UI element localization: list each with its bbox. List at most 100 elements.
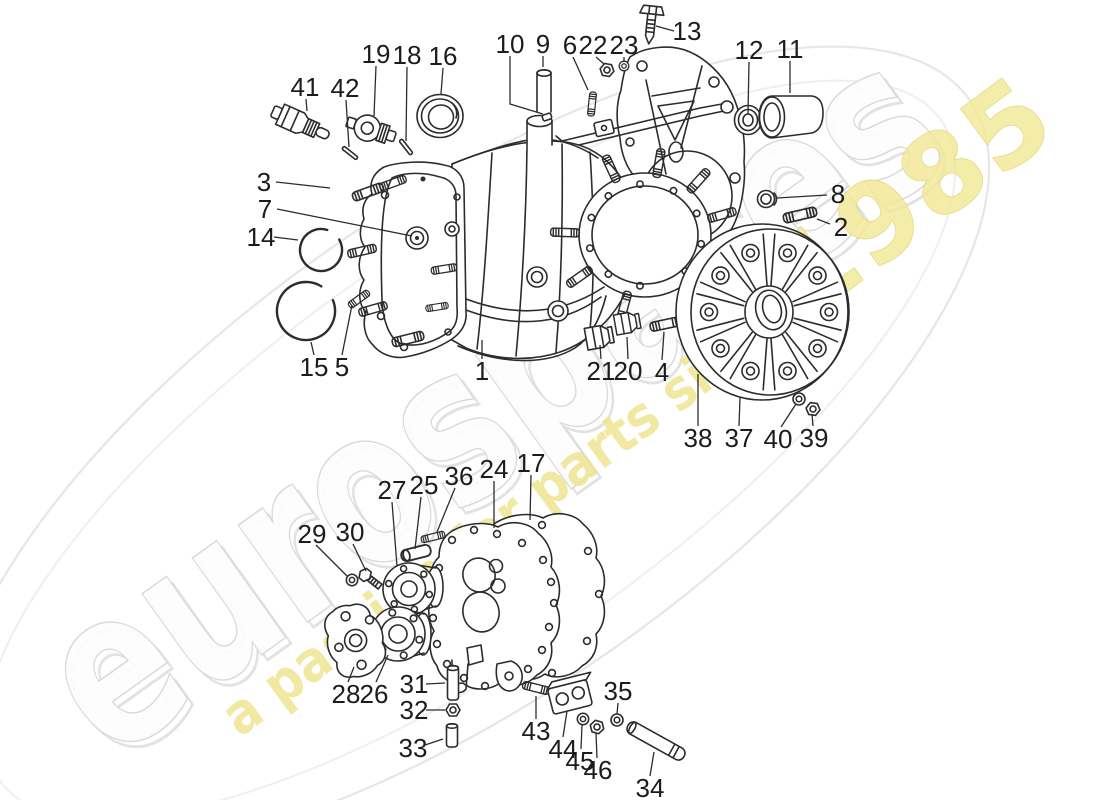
callout-label-30[interactable]: 30	[336, 517, 365, 547]
callout-leader-29	[315, 544, 349, 578]
cover-boss	[778, 243, 797, 263]
part-39-nut	[804, 401, 822, 417]
callout-label-21[interactable]: 21	[587, 356, 616, 386]
callout-label-27[interactable]: 27	[378, 475, 407, 505]
part-14-snap-ring	[298, 227, 344, 273]
callout-label-42[interactable]: 42	[331, 73, 360, 103]
callout-label-13[interactable]: 13	[673, 16, 702, 46]
callout-label-9[interactable]: 9	[536, 29, 550, 59]
callout-leader-16	[440, 67, 444, 95]
callout-label-8[interactable]: 8	[831, 179, 845, 209]
callout-label-22[interactable]: 22	[579, 30, 608, 60]
callout-label-38[interactable]: 38	[684, 423, 713, 453]
callout-label-45[interactable]: 45	[566, 746, 595, 776]
bearing-ball	[384, 579, 393, 588]
callout-leader-12	[747, 61, 750, 115]
cover-boss	[741, 243, 760, 263]
callout-label-31[interactable]: 31	[400, 669, 429, 699]
callout-label-14[interactable]: 14	[247, 222, 276, 252]
plate-rim-hole	[480, 681, 490, 691]
callout-leader-6	[572, 56, 589, 91]
part-35-washer	[610, 713, 624, 727]
ring-hole	[585, 244, 594, 253]
callout-leader-21	[599, 344, 602, 360]
callout-label-37[interactable]: 37	[725, 423, 754, 453]
cover-spoke	[781, 244, 809, 290]
callout-label-23[interactable]: 23	[610, 30, 639, 60]
callout-label-33[interactable]: 33	[399, 733, 428, 763]
callout-leader-22	[595, 56, 605, 65]
callout-label-3[interactable]: 3	[257, 167, 271, 197]
callout-label-7[interactable]: 7	[258, 194, 272, 224]
callout-label-10[interactable]: 10	[496, 29, 525, 59]
callout-leader-20	[626, 336, 629, 360]
part-33-pin	[445, 722, 459, 748]
callout-label-1[interactable]: 1	[475, 356, 489, 386]
callout-label-46[interactable]: 46	[584, 755, 613, 785]
cover-spoke	[762, 233, 768, 286]
callout-label-15[interactable]: 15	[300, 352, 329, 382]
ring-hole	[697, 239, 706, 248]
cover-spoke	[720, 251, 753, 293]
callout-label-44[interactable]: 44	[549, 734, 578, 764]
callout-label-4[interactable]: 4	[655, 357, 669, 387]
gasket-rim-hole	[537, 520, 547, 530]
part-24-intermediate-plate	[427, 521, 561, 694]
part-34-rod	[626, 721, 686, 761]
cover-spoke	[770, 338, 776, 391]
part-19-switch	[345, 114, 397, 144]
callout-label-5[interactable]: 5	[335, 352, 349, 382]
cover-spoke	[720, 331, 753, 373]
callout-label-25[interactable]: 25	[410, 470, 439, 500]
callout-label-24[interactable]: 24	[480, 454, 509, 484]
callout-label-35[interactable]: 35	[604, 676, 633, 706]
part-42-pin	[341, 145, 359, 161]
cover-boss-hole	[824, 307, 834, 317]
cover-boss	[741, 361, 760, 381]
callout-label-6[interactable]: 6	[563, 30, 577, 60]
callout-leader-26	[375, 654, 389, 683]
plate-rim-hole	[517, 538, 527, 548]
gasket-rim-hole	[547, 668, 557, 678]
part-1-transmission-case	[451, 69, 738, 362]
part-9-dowel-pin	[536, 69, 552, 113]
callout-label-16[interactable]: 16	[429, 41, 458, 71]
case-rear-ring	[578, 172, 712, 298]
callout-label-32[interactable]: 32	[400, 695, 429, 725]
callout-label-19[interactable]: 19	[362, 39, 391, 69]
callout-label-39[interactable]: 39	[800, 423, 829, 453]
callout-leader-14	[273, 236, 299, 241]
callout-label-2[interactable]: 2	[834, 212, 848, 242]
plate-rim-hole	[546, 577, 556, 587]
plate-rim-hole	[428, 613, 438, 623]
callout-leader-27	[391, 501, 398, 567]
cover-spoke	[699, 321, 746, 343]
callout-label-29[interactable]: 29	[298, 519, 327, 549]
callout-label-40[interactable]: 40	[764, 424, 793, 454]
callout-leader-30	[352, 543, 367, 572]
ring-hole	[635, 281, 644, 290]
part-18-pin	[398, 138, 414, 156]
callout-label-18[interactable]: 18	[393, 40, 422, 70]
callout-label-41[interactable]: 41	[291, 72, 320, 102]
callout-label-12[interactable]: 12	[735, 35, 764, 65]
callout-leader-15	[310, 341, 315, 356]
ring-bolt-holes	[585, 180, 706, 290]
callout-label-28[interactable]: 28	[332, 679, 361, 709]
callout-label-20[interactable]: 20	[614, 356, 643, 386]
plate-rim-hole	[523, 664, 533, 674]
callout-label-11[interactable]: 11	[777, 34, 804, 64]
bearing-ball	[399, 564, 408, 573]
part-27-bearing	[382, 562, 444, 616]
callout-leader-35	[616, 702, 619, 715]
callout-label-43[interactable]: 43	[522, 716, 551, 746]
callout-label-34[interactable]: 34	[636, 773, 665, 800]
part-43-stud	[521, 680, 551, 696]
cover-spoke	[785, 251, 818, 293]
cover-boss-hole	[782, 248, 793, 258]
callout-label-17[interactable]: 17	[517, 448, 546, 478]
callout-label-36[interactable]: 36	[445, 461, 474, 491]
callout-label-26[interactable]: 26	[360, 679, 389, 709]
part-45-washer	[576, 712, 590, 726]
ring-hole	[635, 180, 644, 189]
